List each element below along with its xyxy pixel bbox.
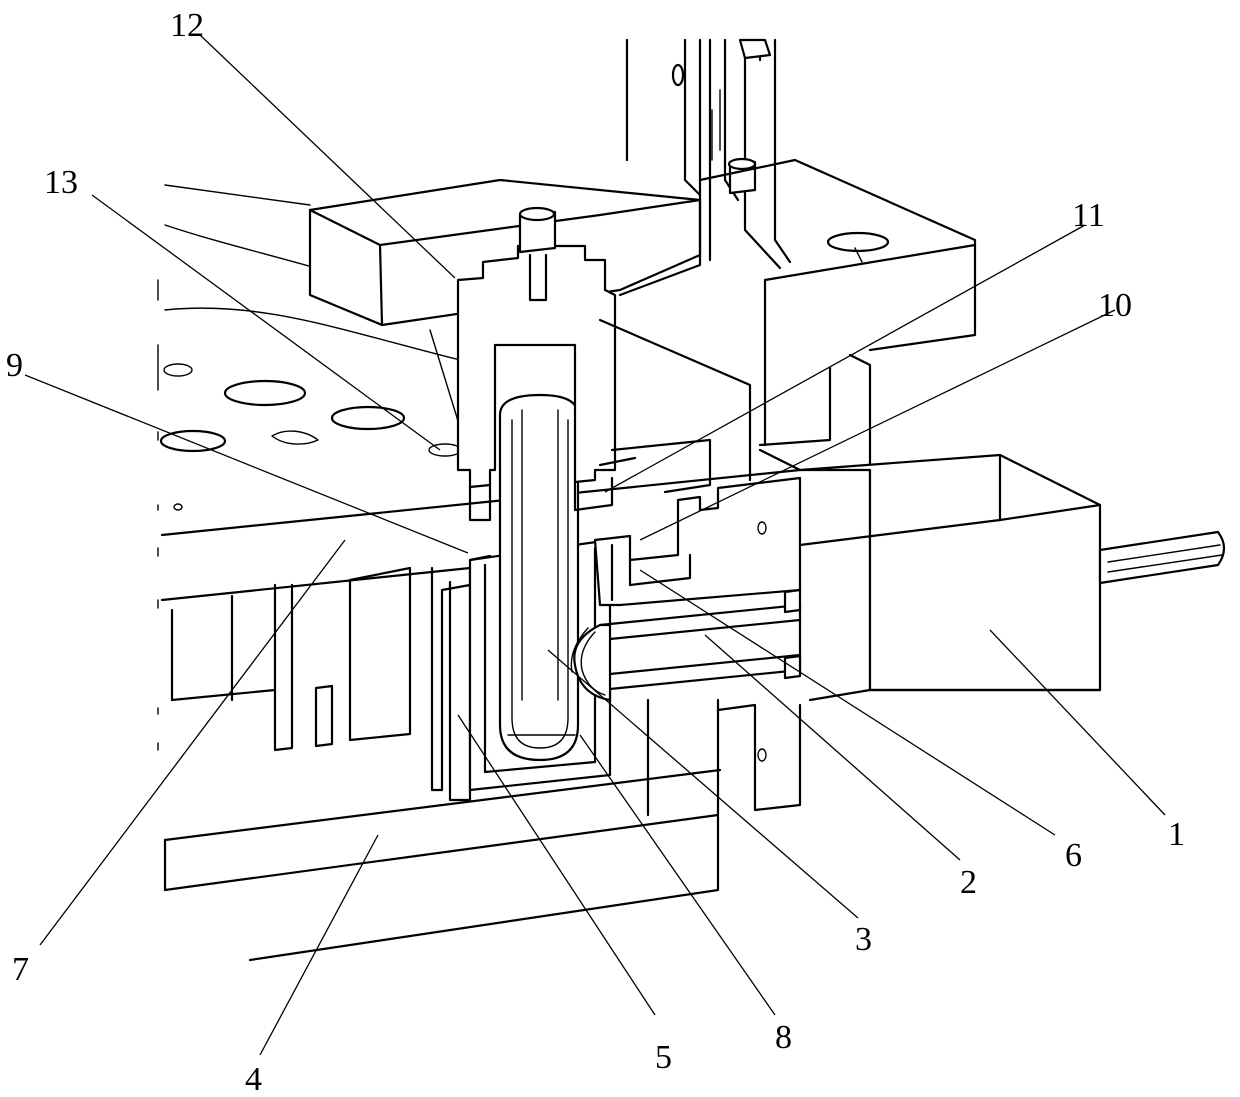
tray-hole <box>225 381 305 405</box>
callout-2: 2 <box>960 864 977 901</box>
callout-13: 13 <box>44 164 78 201</box>
callout-8: 8 <box>775 1019 792 1056</box>
side-plate <box>648 700 800 815</box>
callout-12: 12 <box>170 7 204 44</box>
callout-6: 6 <box>1065 837 1082 874</box>
tray-hole <box>332 407 404 429</box>
tray-partitions <box>172 568 470 800</box>
callout-9: 9 <box>6 347 23 384</box>
callout-5: 5 <box>655 1039 672 1076</box>
stepped-block <box>595 320 800 605</box>
callout-3: 3 <box>855 921 872 958</box>
callout-4: 4 <box>245 1061 262 1097</box>
tray-hole <box>164 364 192 376</box>
callout-1: 1 <box>1168 816 1185 853</box>
motor-housing <box>800 455 1224 690</box>
callout-7: 7 <box>12 951 29 988</box>
callout-10: 10 <box>1098 287 1132 324</box>
callout-11: 11 <box>1072 197 1105 234</box>
test-tube <box>500 395 578 760</box>
